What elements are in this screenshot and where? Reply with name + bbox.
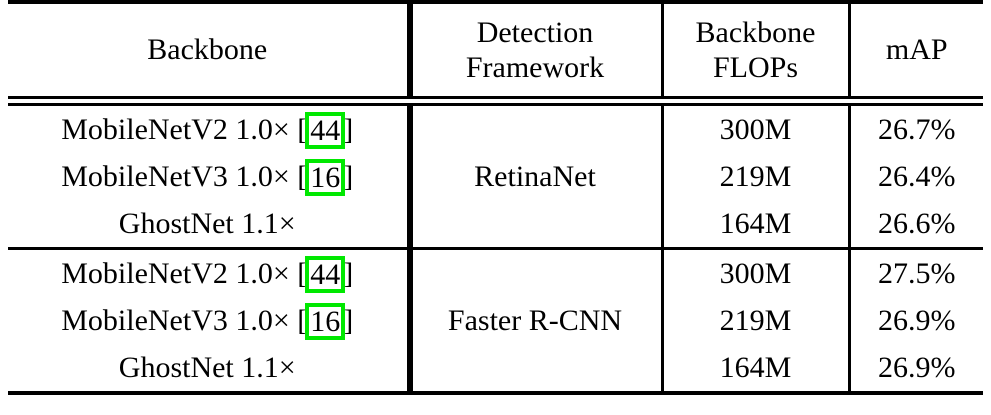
table-row: MobileNetV2 1.0× [44] RetinaNet 300M 26.…	[8, 104, 983, 249]
flops-cell: 219M	[660, 153, 849, 200]
citation-number-highlighted: 44	[305, 111, 346, 150]
backbone-label: GhostNet 1.1×	[118, 206, 296, 240]
column-header-detection-framework-line1: Detection	[476, 15, 594, 49]
citation-number-highlighted: 44	[305, 255, 346, 294]
citation-reference[interactable]: [44]	[297, 255, 354, 294]
backbone-cell: MobileNetV2 1.0× [44]	[8, 250, 408, 297]
column-header-map-line1: mAP	[885, 33, 948, 67]
flops-cell: 300M	[660, 104, 849, 153]
flops-cell: 300M	[660, 250, 849, 297]
citation-number-highlighted: 16	[305, 158, 346, 197]
citation-reference[interactable]: [16]	[297, 158, 354, 197]
table-header-row: Backbone Detection Framework Backbone FL…	[8, 4, 983, 98]
backbone-label: GhostNet 1.1×	[118, 350, 296, 384]
backbone-cell: MobileNetV3 1.0× [16]	[8, 153, 408, 200]
backbone-label: MobileNetV3 1.0×	[61, 303, 290, 337]
citation-bracket-open: [	[297, 159, 308, 193]
backbone-cell: GhostNet 1.1×	[8, 200, 408, 249]
table-group-divider-rule	[8, 247, 983, 251]
citation-bracket-close: ]	[343, 112, 354, 146]
citation-reference[interactable]: [44]	[297, 111, 354, 150]
backbone-cell: MobileNetV3 1.0× [16]	[8, 297, 408, 344]
map-cell: 26.4%	[847, 153, 983, 200]
flops-cell: 164M	[660, 200, 849, 249]
column-header-backbone-line1: Backbone	[147, 33, 268, 67]
backbone-cell: MobileNetV2 1.0× [44]	[8, 105, 408, 154]
results-table-container: Backbone Detection Framework Backbone FL…	[8, 0, 983, 397]
map-cell: 26.6%	[847, 200, 983, 249]
framework-cell: Faster R-CNN	[406, 250, 662, 393]
citation-bracket-open: [	[297, 112, 308, 146]
backbone-cell: GhostNet 1.1×	[8, 344, 408, 393]
map-cell: 27.5%	[847, 250, 983, 297]
column-header-backbone: Backbone	[8, 4, 408, 98]
table-bottom-rule	[8, 391, 983, 397]
citation-bracket-open: [	[297, 256, 308, 290]
map-cell: 26.7%	[847, 104, 983, 153]
framework-label: RetinaNet	[474, 159, 596, 193]
table-row: GhostNet 1.1× 164M 26.6%	[8, 200, 983, 249]
citation-bracket-close: ]	[343, 159, 354, 193]
table-row: MobileNetV3 1.0× [16] 219M 26.9%	[8, 297, 983, 344]
table-header-double-rule	[8, 96, 983, 106]
column-header-backbone-flops-line2: FLOPs	[712, 51, 799, 84]
map-cell: 26.9%	[847, 344, 983, 393]
flops-cell: 219M	[660, 297, 849, 344]
column-header-backbone-flops-line1: Backbone	[695, 15, 816, 49]
backbone-label: MobileNetV3 1.0×	[61, 159, 290, 193]
framework-label: Faster R-CNN	[447, 303, 623, 337]
table-row: MobileNetV2 1.0× [44] Faster R-CNN 300M …	[8, 250, 983, 393]
framework-cell: RetinaNet	[406, 104, 662, 249]
citation-bracket-close: ]	[343, 256, 354, 290]
column-header-backbone-flops: Backbone FLOPs	[660, 4, 849, 98]
backbone-label: MobileNetV2 1.0×	[61, 256, 290, 290]
column-header-detection-framework: Detection Framework	[406, 4, 662, 98]
table-row: MobileNetV3 1.0× [16] 219M 26.4%	[8, 153, 983, 200]
table-row: GhostNet 1.1× 164M 26.9%	[8, 344, 983, 393]
backbone-label: MobileNetV2 1.0×	[61, 112, 290, 146]
map-cell: 26.9%	[847, 297, 983, 344]
citation-bracket-close: ]	[343, 303, 354, 337]
citation-bracket-open: [	[297, 303, 308, 337]
detection-results-table: Backbone Detection Framework Backbone FL…	[8, 0, 983, 397]
citation-number-highlighted: 16	[305, 302, 346, 341]
column-header-detection-framework-line2: Framework	[465, 51, 605, 84]
flops-cell: 164M	[660, 344, 849, 393]
column-header-map: mAP	[847, 4, 983, 98]
citation-reference[interactable]: [16]	[297, 302, 354, 341]
